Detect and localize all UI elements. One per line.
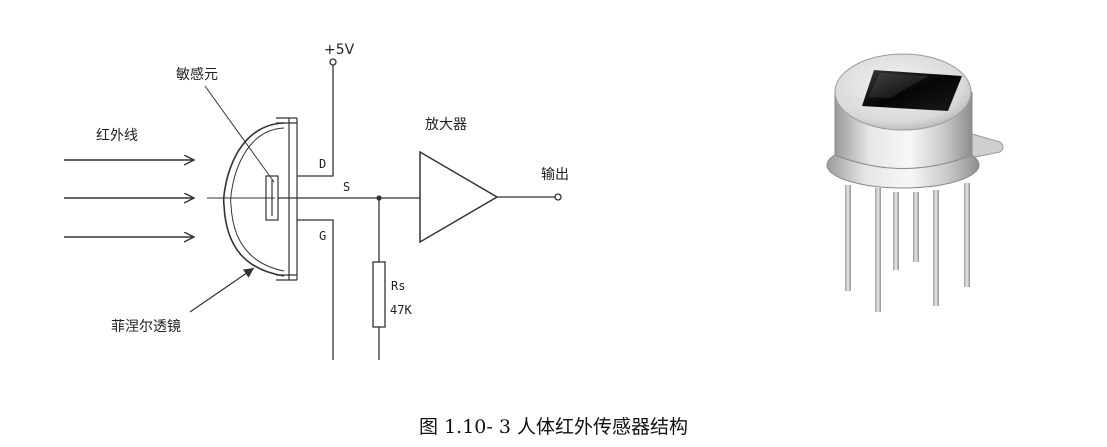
sensor-label: 敏感元 xyxy=(176,66,218,83)
sensor-pins xyxy=(845,183,970,312)
fresnel-lens xyxy=(222,117,297,281)
output-label: 输出 xyxy=(541,167,569,183)
sensor-window-glare xyxy=(868,73,928,98)
pin-s-label: S xyxy=(343,180,350,194)
circuit-diagram: 红外线 敏感元 +5V D xyxy=(64,42,569,360)
pin-g-label: G xyxy=(319,229,326,243)
lens-pointer xyxy=(189,267,255,313)
figure-caption: 图 1.10- 3 人体红外传感器结构 xyxy=(419,416,688,438)
amplifier-triangle xyxy=(419,150,499,244)
supply-label: +5V xyxy=(324,42,355,58)
sensor-photo xyxy=(826,53,1004,312)
supply-terminal xyxy=(329,58,337,66)
infrared-arrows xyxy=(64,160,194,237)
fet-leads xyxy=(278,62,334,360)
amplifier-label: 放大器 xyxy=(425,117,467,133)
pin-d-label: D xyxy=(319,157,326,171)
sensor-tab xyxy=(964,131,1004,159)
sensor-pointer xyxy=(204,85,275,183)
resistor-name-label: Rs xyxy=(391,279,405,293)
infrared-label: 红外线 xyxy=(96,128,138,144)
resistor-value-label: 47K xyxy=(390,303,412,317)
sensor-housing xyxy=(288,118,298,280)
lens-label: 菲涅尔透镜 xyxy=(111,319,181,335)
sensor-window xyxy=(862,70,962,111)
output-terminal xyxy=(554,193,562,201)
resistor xyxy=(372,198,386,360)
